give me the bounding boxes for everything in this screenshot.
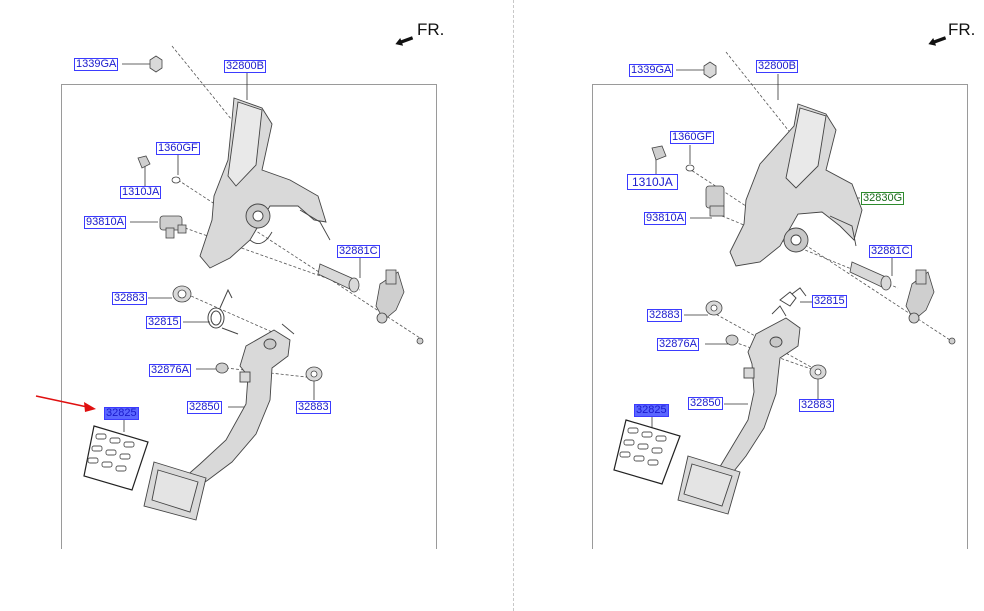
pedal-pad-part	[83, 425, 149, 491]
label-32850[interactable]: 32850	[187, 401, 222, 414]
pedal-arm-part-right	[677, 305, 801, 515]
label-32800B[interactable]: 32800B	[224, 60, 266, 73]
nut-1310-part	[137, 155, 151, 169]
stop-lamp-switch-part	[159, 215, 187, 239]
bushing-part	[172, 285, 192, 303]
label-1339GA[interactable]: 1339GA	[74, 58, 119, 71]
label-32815[interactable]: 32815	[146, 316, 181, 329]
pedal-bracket-part-right	[729, 103, 863, 267]
panel-divider	[513, 0, 514, 611]
bolt-part	[317, 263, 360, 293]
label-32883-right[interactable]: 32883	[647, 309, 682, 322]
stopper-pad-part	[215, 362, 229, 374]
pedal-sensor-part-right	[905, 269, 956, 345]
label-32876A[interactable]: 32876A	[149, 364, 191, 377]
return-spring-part	[207, 288, 239, 335]
label-1310JA-right[interactable]: 1310JA	[627, 174, 678, 190]
label-32800B-right[interactable]: 32800B	[756, 60, 798, 73]
forward-arrow-icon-right	[928, 36, 947, 46]
bushing-right-part	[305, 366, 323, 382]
label-1310JA[interactable]: 1310JA	[120, 186, 162, 199]
stop-lamp-switch-part-right	[705, 185, 725, 217]
label-32881C[interactable]: 32881C	[337, 245, 380, 258]
label-32883-lower[interactable]: 32883	[296, 401, 331, 414]
direction-label-right: FR.	[948, 20, 976, 39]
pedal-arm-part	[143, 323, 295, 521]
label-1360GF-right[interactable]: 1360GF	[670, 131, 714, 144]
label-32825-highlighted[interactable]: 32825	[104, 407, 139, 420]
red-arrow-icon	[35, 395, 96, 412]
pedal-pad-part-right	[613, 419, 681, 485]
label-32883[interactable]: 32883	[112, 292, 147, 305]
stopper-pad-part-right	[725, 334, 739, 346]
pedal-bracket-part	[199, 97, 331, 269]
washer-part	[171, 176, 181, 184]
label-32815-right[interactable]: 32815	[812, 295, 847, 308]
left-diagram-frame	[61, 84, 437, 549]
washer-part-right	[685, 164, 695, 172]
pedal-sensor-part	[375, 269, 424, 345]
bushing-part-right	[705, 300, 723, 316]
label-32883-lower-right[interactable]: 32883	[799, 399, 834, 412]
nut-1310-part-right	[651, 145, 667, 161]
label-32825-highlighted-right[interactable]: 32825	[634, 404, 669, 417]
right-diagram-frame	[592, 84, 968, 549]
label-32850-right[interactable]: 32850	[688, 397, 723, 410]
label-32876A-right[interactable]: 32876A	[657, 338, 699, 351]
nut-part	[149, 55, 163, 73]
bolt-part-right	[849, 261, 892, 291]
forward-arrow-icon	[395, 36, 414, 46]
label-32881C-right[interactable]: 32881C	[869, 245, 912, 258]
label-1360GF[interactable]: 1360GF	[156, 142, 200, 155]
nut-part-right	[703, 61, 717, 79]
label-32830G-right[interactable]: 32830G	[861, 192, 905, 205]
direction-label: FR.	[417, 20, 445, 39]
left-parts-drawing	[35, 45, 424, 521]
label-93810A-right[interactable]: 93810A	[644, 212, 686, 225]
bushing-right-part-right	[809, 364, 827, 380]
label-1339GA-right[interactable]: 1339GA	[629, 64, 674, 77]
return-spring-part-right	[779, 287, 807, 307]
label-93810A[interactable]: 93810A	[84, 216, 126, 229]
